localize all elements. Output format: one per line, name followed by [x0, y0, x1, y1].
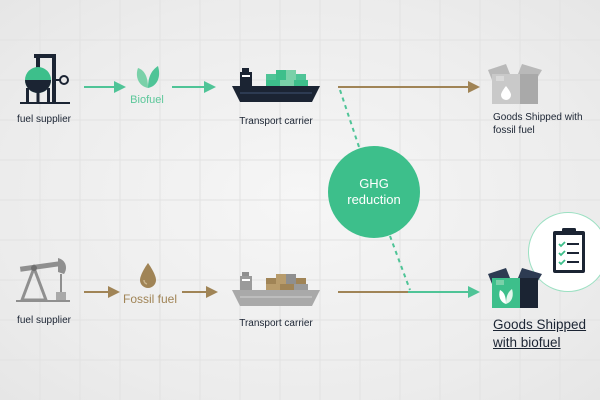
- ghg-reduction-circle: GHG reduction: [328, 146, 420, 238]
- ghg-line1: GHG: [359, 176, 389, 191]
- clipboard-badge: [528, 212, 600, 292]
- gas-refinery-icon: [20, 54, 70, 104]
- biofuel-label: Biofuel: [130, 94, 164, 106]
- package-box-green-icon: [488, 268, 542, 308]
- ghg-line2: reduction: [347, 192, 401, 207]
- leaf-icon: [136, 66, 160, 88]
- bottom-goods-label-line2: with biofuel: [493, 335, 561, 350]
- top-goods-label-line2: fossil fuel: [493, 125, 535, 136]
- top-goods-label-line1: Goods Shipped with: [493, 112, 583, 123]
- oil-pump-icon: [16, 258, 70, 302]
- fossil-fuel-label: Fossil fuel: [122, 292, 178, 306]
- package-box-icon: [488, 64, 542, 104]
- bottom-goods-label-line1: Goods Shipped: [493, 317, 587, 332]
- clipboard-checklist-icon: [553, 228, 585, 273]
- top-supplier-label: fuel supplier: [17, 114, 71, 125]
- bottom-goods-label: Goods Shipped with biofuel: [493, 316, 586, 352]
- dashed-swap-line-upper: [339, 89, 361, 151]
- top-carrier-label: Transport carrier: [239, 116, 313, 127]
- oil-drop-icon: [140, 263, 156, 288]
- top-goods-label: Goods Shipped with fossil fuel: [493, 111, 583, 137]
- cargo-ship-icon: [232, 68, 320, 102]
- bottom-supplier-label: fuel supplier: [17, 315, 71, 326]
- bottom-carrier-label: Transport carrier: [239, 318, 313, 329]
- cargo-ship-gray-icon: [232, 272, 320, 306]
- dashed-swap-line-lower: [389, 235, 411, 291]
